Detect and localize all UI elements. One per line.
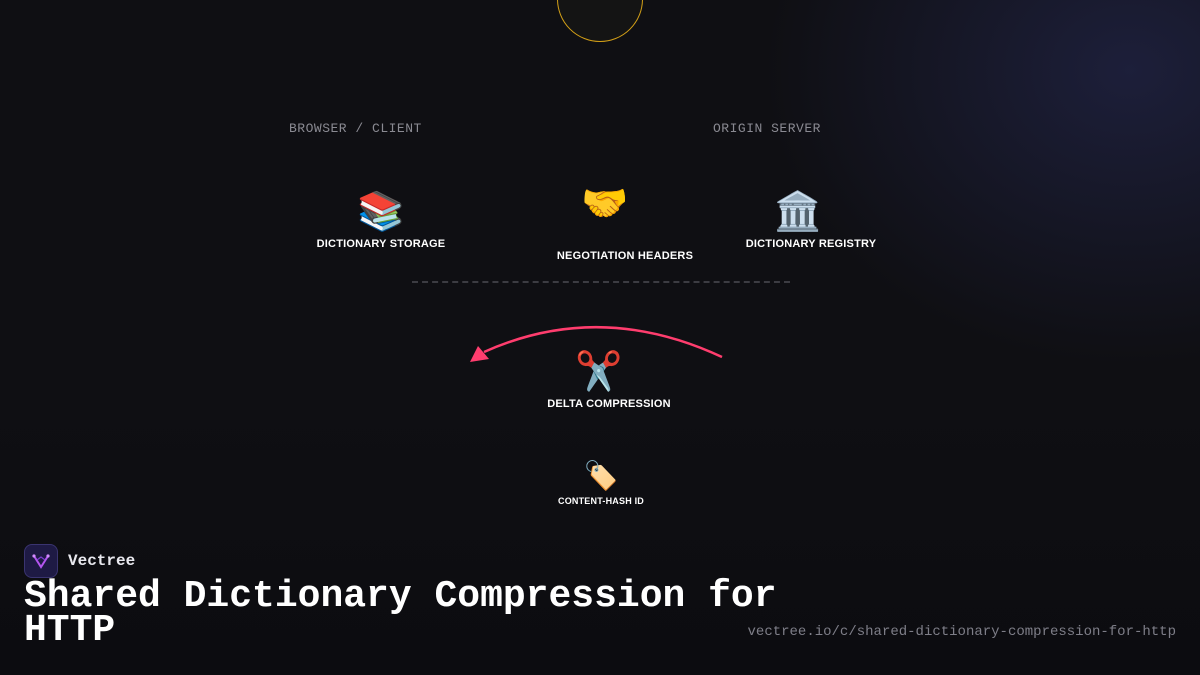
- arc-path: [483, 326, 723, 359]
- scissors-icon: ✂️: [575, 351, 623, 393]
- brand-name: Vectree: [68, 552, 136, 570]
- node-dictionary-registry: 🏛️ DICTIONARY REGISTRY: [746, 190, 877, 250]
- node-label: DICTIONARY REGISTRY: [745, 238, 877, 250]
- column-label-client: BROWSER / CLIENT: [289, 121, 422, 136]
- node-delta-compression: ✂️ DELTA COMPRESSION: [547, 350, 671, 410]
- handshake-icon: 🤝: [581, 183, 629, 225]
- node-content-hash-id: 🏷️ CONTENT-HASH ID: [558, 460, 644, 506]
- node-dictionary-storage: 📚 DICTIONARY STORAGE: [317, 190, 446, 250]
- column-label-server: ORIGIN SERVER: [713, 121, 821, 136]
- node-label: NEGOTIATION HEADERS: [556, 250, 694, 262]
- label-tag-icon: 🏷️: [583, 460, 619, 491]
- dashed-divider: [412, 281, 790, 283]
- brand: Vectree: [24, 544, 135, 578]
- vectree-logo-icon: [24, 544, 58, 578]
- node-label: DELTA COMPRESSION: [547, 398, 671, 410]
- node-negotiation-headers: 🤝 NEGOTIATION HEADERS: [557, 182, 693, 262]
- books-icon: 📚: [357, 191, 405, 233]
- classical-building-icon: 🏛️: [774, 191, 822, 233]
- page-title: Shared Dictionary Compression for HTTP: [24, 575, 777, 652]
- node-label: DICTIONARY STORAGE: [316, 238, 446, 250]
- node-label: CONTENT-HASH ID: [558, 496, 644, 506]
- page-url: vectree.io/c/shared-dictionary-compressi…: [747, 624, 1176, 640]
- arrow-head: [470, 346, 489, 362]
